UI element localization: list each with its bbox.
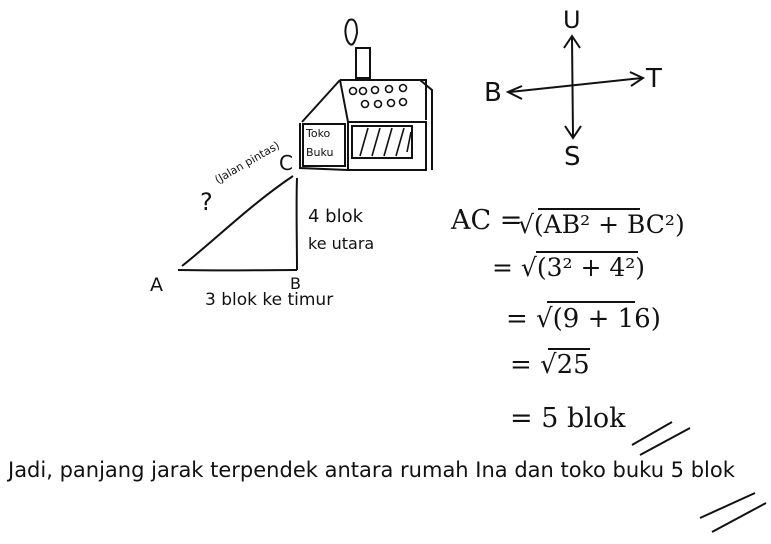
- chimney: [355, 47, 371, 79]
- building-facade: [299, 121, 427, 171]
- solution-lhs: AC =: [451, 205, 523, 236]
- solution-step-3: = √(9 + 16): [506, 304, 661, 334]
- point-b-label: B: [290, 274, 301, 293]
- building-side: [419, 79, 433, 170]
- window-stripes: [359, 127, 412, 157]
- sign-board: [302, 123, 346, 167]
- compass-east-label: T: [646, 64, 662, 94]
- upper-windows: [348, 83, 408, 109]
- compass-drawing: [505, 34, 646, 140]
- conclusion-text: Jadi, panjang jarak terpendek antara rum…: [8, 458, 735, 482]
- compass-west-label: B: [484, 78, 502, 108]
- point-c-label: C: [279, 151, 293, 175]
- flag-icon: [344, 18, 359, 46]
- shop-sign-line2: Buku: [306, 146, 334, 159]
- solution-step-5: = 5 blok: [510, 403, 626, 434]
- shop-sign-line1: Toko: [306, 127, 331, 140]
- arrow-west-icon: [505, 85, 523, 100]
- radical-bar-4: [548, 348, 590, 350]
- arrow-east-icon: [629, 71, 646, 87]
- radical-bar-3: [547, 301, 635, 303]
- shop-window: [351, 125, 413, 159]
- right-triangle: [177, 175, 298, 272]
- hypotenuse-line: [181, 175, 294, 267]
- compass-vertical: [571, 37, 574, 137]
- side-bc-label-line1: 4 blok: [308, 206, 364, 227]
- conclusion-underline: [699, 492, 767, 533]
- emphasis-strokes: [631, 421, 767, 533]
- side-bc-label-line2: ke utara: [308, 234, 375, 253]
- compass-north-label: U: [563, 6, 581, 34]
- arrow-south-icon: [564, 125, 582, 140]
- hypotenuse-question-mark: ?: [200, 188, 213, 216]
- solution-step-2: = √(3² + 4²): [492, 253, 646, 282]
- radical-bar-1: [538, 208, 640, 210]
- point-a-label: A: [150, 274, 163, 296]
- roof: [301, 79, 427, 123]
- side-ab-label: 3 blok ke timur: [205, 290, 334, 310]
- radical-bar-2: [536, 251, 638, 253]
- compass-horizontal: [509, 77, 643, 93]
- solution-step-1: √(AB² + BC²): [518, 210, 685, 239]
- building-front-wall: [339, 79, 349, 170]
- bookshop-drawing: [299, 18, 433, 171]
- solution-step-4: = √25: [510, 350, 590, 380]
- answer-underline: [631, 421, 691, 456]
- compass-south-label: S: [564, 142, 581, 172]
- arrow-north-icon: [563, 34, 581, 49]
